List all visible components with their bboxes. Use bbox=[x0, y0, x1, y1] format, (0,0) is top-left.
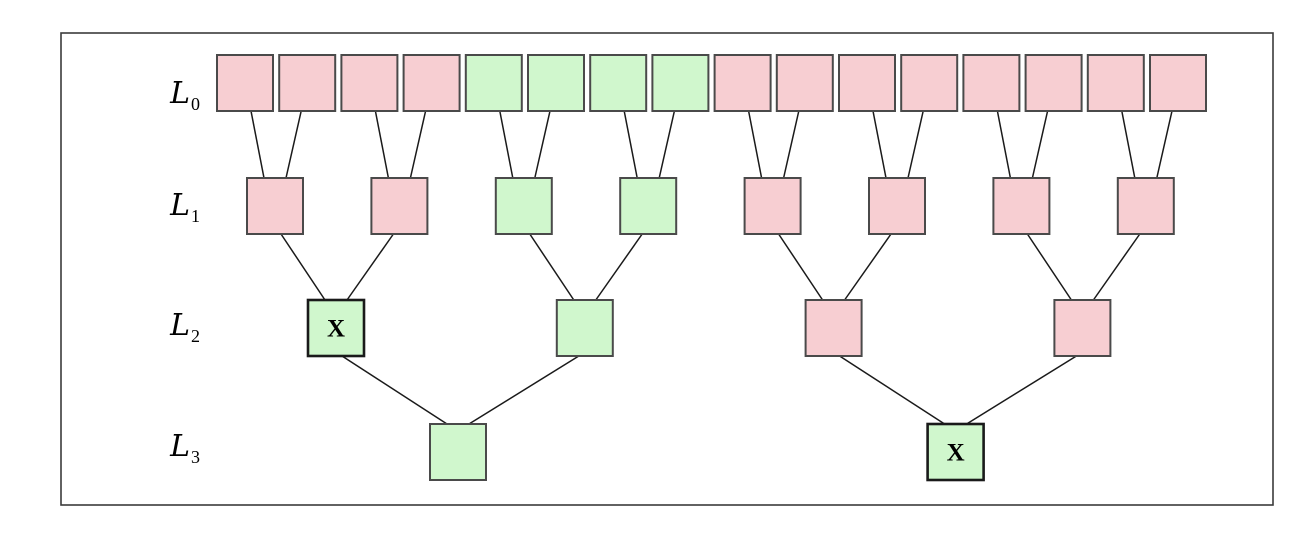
tree-edge bbox=[595, 233, 643, 301]
tree-node-l0-2[interactable] bbox=[340, 54, 399, 112]
tree-node-l2-0[interactable] bbox=[306, 298, 366, 358]
nodes-group: XX bbox=[216, 54, 1207, 482]
tree-node-l0-14[interactable] bbox=[1086, 54, 1145, 112]
tree-node-l0-3[interactable] bbox=[402, 54, 461, 112]
tree-edge bbox=[872, 110, 887, 179]
tree-node-l0-5[interactable] bbox=[527, 54, 585, 112]
tree-edge bbox=[468, 355, 580, 425]
tree-edge bbox=[747, 110, 763, 179]
tree-node-l0-7[interactable] bbox=[651, 54, 710, 112]
tree-node-l0-1[interactable] bbox=[278, 54, 337, 112]
node-mark-label: X bbox=[327, 316, 345, 343]
edges-group bbox=[250, 110, 1173, 425]
node-mark-label: X bbox=[947, 440, 965, 467]
tree-node-l1-2[interactable] bbox=[494, 177, 553, 235]
tree-node-l0-0[interactable] bbox=[216, 54, 274, 112]
tree-edge bbox=[782, 110, 800, 179]
tree-edge bbox=[658, 110, 676, 179]
figure-frame bbox=[60, 32, 1274, 506]
tree-node-l1-1[interactable] bbox=[370, 177, 429, 235]
tree-node-l0-4[interactable] bbox=[464, 54, 523, 112]
tree-edge bbox=[1156, 110, 1173, 179]
tree-edge bbox=[843, 233, 892, 301]
tree-edge bbox=[285, 110, 302, 179]
tree-node-l1-3[interactable] bbox=[619, 177, 678, 235]
tree-node-l1-5[interactable] bbox=[868, 177, 926, 235]
layer-label-l2: L2 bbox=[169, 308, 200, 346]
tree-node-l0-6[interactable] bbox=[589, 54, 648, 112]
tree-edge bbox=[534, 110, 551, 179]
tree-node-l2-2[interactable] bbox=[804, 299, 863, 357]
tree-edge bbox=[341, 355, 448, 425]
tree-node-l0-12[interactable] bbox=[962, 54, 1021, 112]
tree-edge bbox=[623, 110, 638, 179]
tree-node-l1-0[interactable] bbox=[246, 177, 304, 235]
tree-node-l0-13[interactable] bbox=[1024, 54, 1083, 112]
tree-edge bbox=[907, 110, 924, 179]
tree-edge bbox=[499, 110, 514, 179]
tree-node-l3-0[interactable] bbox=[429, 423, 487, 481]
tree-node-l0-11[interactable] bbox=[900, 54, 959, 112]
tree-node-l1-4[interactable] bbox=[743, 177, 802, 235]
tree-edge bbox=[529, 233, 575, 301]
tree-edge bbox=[280, 233, 326, 301]
tree-edge bbox=[1026, 233, 1073, 301]
tree-node-l0-9[interactable] bbox=[775, 54, 834, 112]
tree-node-l0-10[interactable] bbox=[838, 54, 896, 112]
tree-edge bbox=[1031, 110, 1049, 179]
tree-node-l2-1[interactable] bbox=[555, 299, 614, 357]
tree-node-l1-6[interactable] bbox=[992, 177, 1051, 235]
tree-edge bbox=[1121, 110, 1136, 179]
tree-edge bbox=[250, 110, 265, 179]
tree-edge bbox=[966, 355, 1077, 425]
tree-edge bbox=[1092, 233, 1141, 301]
tree-edge bbox=[374, 110, 390, 179]
layer-label-l3: L3 bbox=[169, 429, 200, 467]
tree-edge bbox=[346, 233, 395, 301]
tree-node-l0-15[interactable] bbox=[1149, 54, 1207, 112]
tree-edge bbox=[996, 110, 1012, 179]
tree-node-l1-7[interactable] bbox=[1116, 177, 1175, 235]
layer-label-l0: L0 bbox=[169, 76, 200, 114]
tree-node-l0-8[interactable] bbox=[713, 54, 772, 112]
tree-node-l3-1[interactable] bbox=[926, 422, 985, 482]
layer-label-l1: L1 bbox=[169, 188, 200, 226]
tree-edge bbox=[409, 110, 427, 179]
tree-edge bbox=[839, 355, 946, 425]
tree-node-l2-3[interactable] bbox=[1053, 299, 1112, 357]
tree-edge bbox=[777, 233, 824, 301]
